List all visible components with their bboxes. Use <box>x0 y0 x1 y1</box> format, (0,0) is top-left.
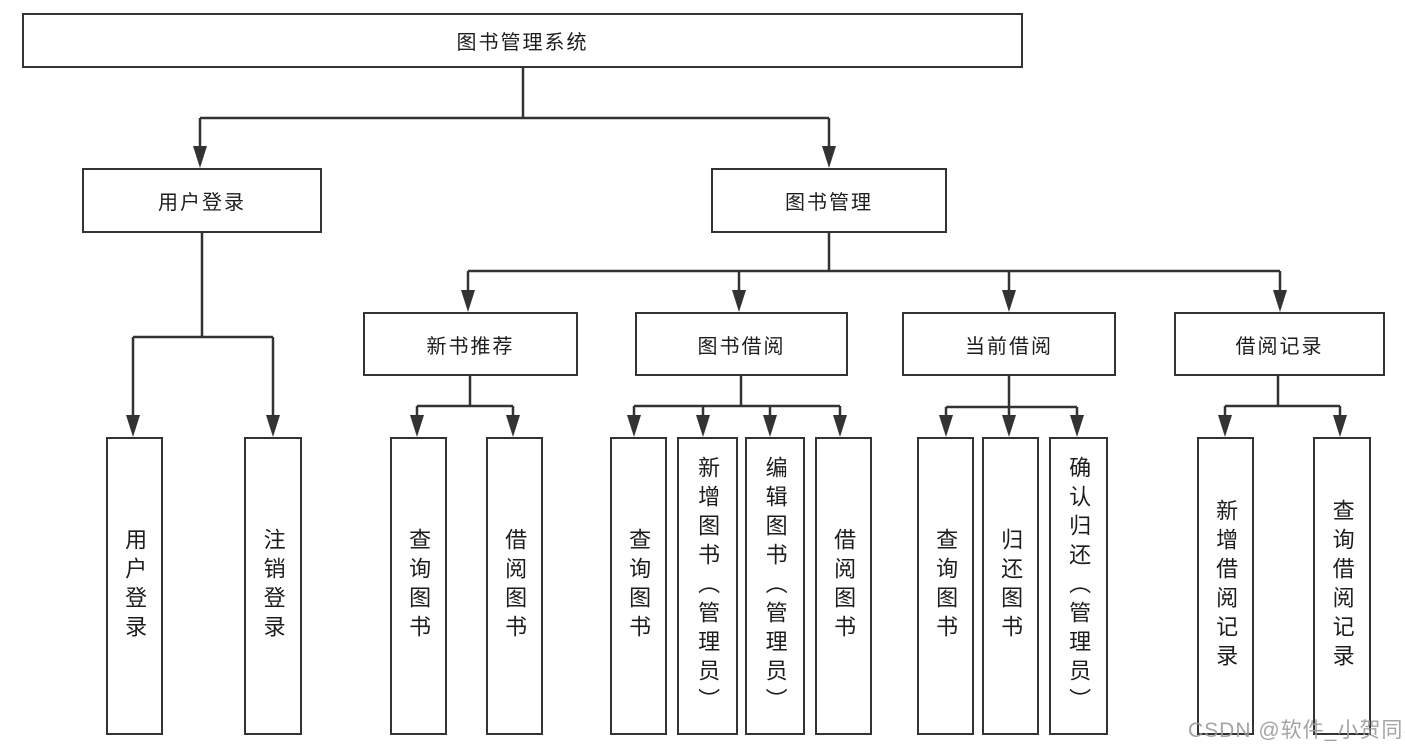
arrowhead <box>1002 415 1016 437</box>
leaf-records-query-borrow-record: 查询借阅记录 <box>1313 437 1371 735</box>
arrowhead <box>461 290 475 312</box>
leaf-borrow-add-books-admin: 新增图书（管理员） <box>677 437 738 735</box>
leaf-recommend-query-books: 查询图书 <box>390 437 447 735</box>
arrowhead <box>822 146 836 168</box>
node-book-management-label: 图书管理 <box>785 192 873 214</box>
leaf-borrow-query-books: 查询图书 <box>610 437 667 735</box>
arrowhead <box>696 415 710 437</box>
connector-root-to-level1 <box>193 68 836 168</box>
arrowhead <box>193 146 207 168</box>
leaf-logout-login-label: 注销登录 <box>260 528 286 644</box>
leaf-recommend-borrow-books-label: 借阅图书 <box>502 528 528 644</box>
leaf-records-query-borrow-record-label: 查询借阅记录 <box>1329 499 1355 673</box>
leaf-records-add-borrow-record: 新增借阅记录 <box>1197 437 1254 735</box>
leaf-current-return-books: 归还图书 <box>982 437 1039 735</box>
node-user-login: 用户登录 <box>82 168 322 233</box>
leaf-borrow-edit-books-admin-label: 编辑图书（管理员） <box>762 455 788 717</box>
node-borrowing-records-label: 借阅记录 <box>1235 335 1324 358</box>
leaf-recommend-borrow-books: 借阅图书 <box>486 437 543 735</box>
arrowhead <box>410 415 424 437</box>
arrowhead <box>1002 290 1016 312</box>
leaf-logout-login: 注销登录 <box>244 437 302 735</box>
arrowhead <box>732 290 746 312</box>
arrowhead <box>1333 415 1347 437</box>
node-root: 图书管理系统 <box>22 13 1023 68</box>
arrowhead <box>763 415 777 437</box>
leaf-borrow-edit-books-admin: 编辑图书（管理员） <box>745 437 805 735</box>
node-borrowing-records: 借阅记录 <box>1174 312 1385 376</box>
node-current-borrowing: 当前借阅 <box>902 312 1116 376</box>
arrowhead <box>506 415 520 437</box>
leaf-current-query-books: 查询图书 <box>917 437 974 735</box>
leaf-current-confirm-return-admin-label: 确认归还（管理员） <box>1066 455 1092 717</box>
connector-book-management-children <box>461 233 1287 312</box>
leaf-current-confirm-return-admin: 确认归还（管理员） <box>1049 437 1108 735</box>
arrowhead <box>939 415 953 437</box>
node-book-management: 图书管理 <box>711 168 947 233</box>
node-new-book-recommendation-label: 新书推荐 <box>426 335 515 358</box>
connector-borrowing-records-children <box>1218 376 1347 437</box>
node-current-borrowing-label: 当前借阅 <box>965 335 1053 358</box>
connector-new-book-recommendation-children <box>410 376 520 437</box>
arrowhead <box>126 415 140 437</box>
connector-book-borrowing-children <box>627 376 847 437</box>
leaf-current-return-books-label: 归还图书 <box>998 528 1024 644</box>
arrowhead <box>833 415 847 437</box>
connector-user-login-children <box>126 233 280 437</box>
arrowhead <box>1273 290 1287 312</box>
leaf-borrow-query-books-label: 查询图书 <box>626 528 652 644</box>
leaf-borrow-borrow-books-label: 借阅图书 <box>831 528 857 644</box>
node-book-borrowing: 图书借阅 <box>635 312 848 376</box>
node-user-login-label: 用户登录 <box>158 192 246 214</box>
leaf-user-login-label: 用户登录 <box>122 528 148 644</box>
arrowhead <box>627 415 641 437</box>
node-root-label: 图书管理系统 <box>456 32 589 54</box>
leaf-user-login: 用户登录 <box>106 437 163 735</box>
node-book-borrowing-label: 图书借阅 <box>697 335 786 358</box>
leaf-recommend-query-books-label: 查询图书 <box>406 528 432 644</box>
leaf-current-query-books-label: 查询图书 <box>933 528 959 644</box>
node-new-book-recommendation: 新书推荐 <box>363 312 578 376</box>
arrowhead <box>266 415 280 437</box>
watermark: CSDN @软件_小贺同学 <box>1188 719 1405 742</box>
leaf-records-add-borrow-record-label: 新增借阅记录 <box>1213 499 1239 673</box>
arrowhead <box>1218 415 1232 437</box>
leaf-borrow-borrow-books: 借阅图书 <box>815 437 872 735</box>
arrowhead <box>1070 415 1084 437</box>
leaf-borrow-add-books-admin-label: 新增图书（管理员） <box>695 455 721 717</box>
connector-current-borrowing-children <box>939 376 1084 437</box>
